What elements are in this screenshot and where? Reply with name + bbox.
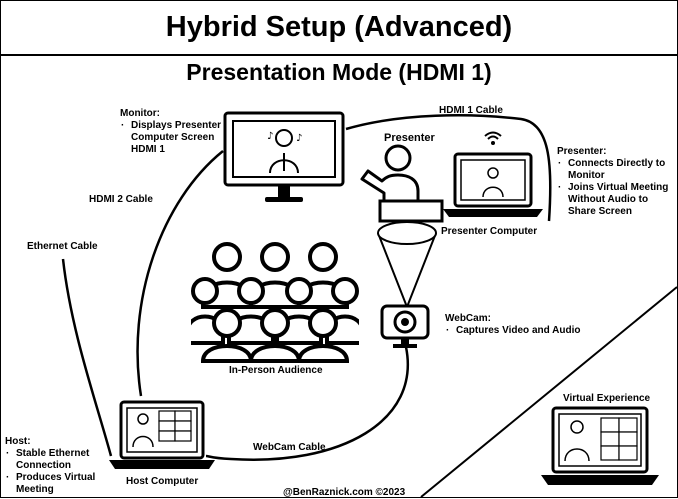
host-note: Host: Stable Ethernet Connection Produce… <box>5 436 109 496</box>
presenter-note-bullet: Connects Directly to Monitor <box>558 158 675 182</box>
webcam-heading: WebCam: <box>445 313 491 324</box>
webcam-bullet: Captures Video and Audio <box>446 325 605 337</box>
webcam-cable-label: WebCam Cable <box>253 442 326 453</box>
hdmi1-cable-line <box>345 114 552 222</box>
ethernet-cable-label: Ethernet Cable <box>27 241 98 252</box>
svg-text:♪: ♪ <box>296 133 302 144</box>
presenter-note: Presenter: Connects Directly to Monitor … <box>557 146 675 218</box>
presenter-note-bullet: Joins Virtual Meeting Without Audio to S… <box>558 182 675 218</box>
monitor-note: Monitor: Displays Presenter Computer Scr… <box>120 108 228 156</box>
ethernet-cable-line <box>61 258 113 457</box>
presenter-computer-label: Presenter Computer <box>441 226 538 237</box>
presenter-laptop-icon <box>443 152 543 217</box>
page-title: Hybrid Setup (Advanced) <box>1 1 677 56</box>
audience-label: In-Person Audience <box>229 365 323 376</box>
presenter-icon <box>360 144 444 223</box>
virtual-experience-label: Virtual Experience <box>563 393 651 404</box>
camera-view-cone-icon <box>377 221 437 309</box>
hdmi2-cable-label: HDMI 2 Cable <box>89 194 153 205</box>
webcam-icon <box>380 304 430 348</box>
hdmi2-cable-line <box>136 150 224 397</box>
host-bullet: Produces Virtual Meeting <box>6 472 109 496</box>
monitor-heading: Monitor: <box>120 108 160 119</box>
webcam-note: WebCam: Captures Video and Audio <box>445 313 605 337</box>
presenter-note-heading: Presenter: <box>557 146 607 157</box>
monitor-icon: ♪ ♪ <box>223 111 345 202</box>
host-bullet: Stable Ethernet Connection <box>6 448 109 472</box>
host-computer-label: Host Computer <box>126 476 199 487</box>
monitor-bullet: Displays Presenter Computer Screen HDMI … <box>121 120 228 156</box>
webcam-cable-line <box>205 346 409 461</box>
host-laptop-icon <box>109 400 215 469</box>
presenter-label: Presenter <box>384 132 435 144</box>
credit-text: @BenRaznick.com ©2023 <box>283 487 406 498</box>
hdmi1-cable-label: HDMI 1 Cable <box>439 105 503 116</box>
virtual-separator-line <box>420 286 677 497</box>
audience-icon <box>191 242 359 363</box>
page-subtitle: Presentation Mode (HDMI 1) <box>186 59 492 85</box>
host-heading: Host: <box>5 436 31 447</box>
svg-text:♪: ♪ <box>267 131 273 142</box>
virtual-laptop-icon <box>541 406 659 485</box>
wifi-icon <box>484 131 502 145</box>
